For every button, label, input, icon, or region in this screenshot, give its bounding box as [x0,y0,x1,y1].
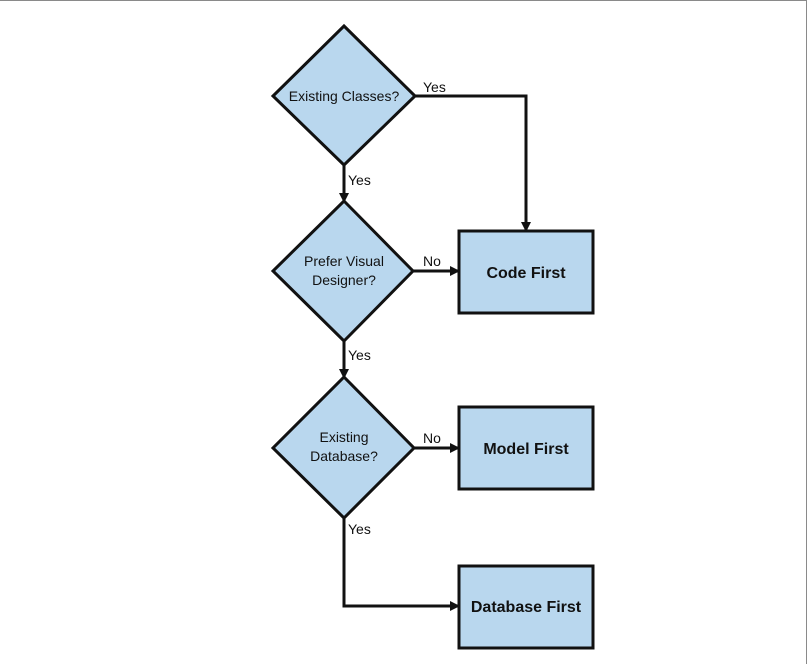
result-database-first: Database First [457,564,595,650]
edge-label-classes-yes-down: Yes [348,172,371,188]
edge-label-visual-yes: Yes [348,347,371,363]
edge-label-database-yes: Yes [348,521,371,537]
edge-label-visual-no: No [423,253,441,269]
existing-database-label-line-1: Existing [319,429,368,445]
decision-prefer-visual-designer: Prefer Visual Designer? [270,198,416,344]
result-code-first: Code First [457,229,595,315]
prefer-visual-label-line-2: Designer? [312,272,376,288]
model-first-label: Model First [483,441,569,458]
result-model-first: Model First [457,405,595,491]
edge-label-database-no: No [423,430,441,446]
edge-database-to-database-first [342,518,460,611]
connectors [339,94,531,611]
edge-label-classes-yes-right: Yes [423,79,446,95]
existing-database-label-line-2: Database? [310,448,378,464]
database-first-label: Database First [471,599,582,616]
decision-existing-database: Existing Database? [270,374,417,521]
prefer-visual-label-line-1: Prefer Visual [304,253,384,269]
decision-existing-classes: Existing Classes? [270,23,418,168]
code-first-label: Code First [486,265,566,282]
existing-classes-label: Existing Classes? [289,88,400,104]
edge-classes-to-code-first [415,94,531,232]
